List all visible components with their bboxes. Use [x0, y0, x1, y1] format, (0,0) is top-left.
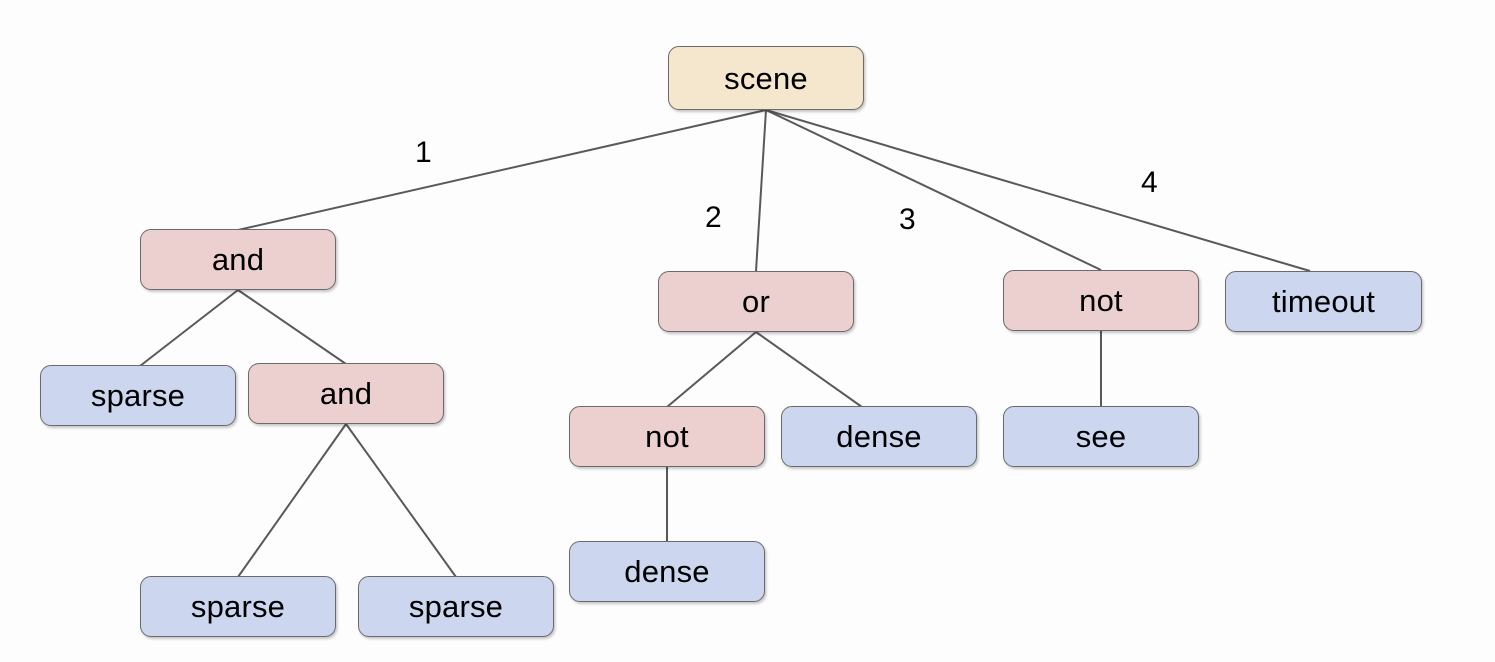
tree-node-sparse2[interactable]: sparse	[140, 576, 336, 637]
edge-label-1: 1	[415, 136, 432, 169]
tree-edge-scene-to-and1	[237, 109, 767, 231]
tree-edge-or1-to-not2	[666, 331, 757, 408]
tree-node-see1[interactable]: see	[1003, 406, 1199, 467]
tree-node-timeout1[interactable]: timeout	[1225, 271, 1422, 332]
edge-label-2: 2	[705, 201, 722, 234]
tree-edge-scene-to-or1	[755, 109, 767, 272]
edge-label-4: 4	[1141, 166, 1158, 199]
tree-node-sparse3[interactable]: sparse	[358, 576, 554, 637]
tree-edge-scene-to-not1	[765, 109, 1102, 271]
tree-node-and2[interactable]: and	[248, 363, 444, 424]
tree-node-sparse1[interactable]: sparse	[40, 365, 236, 426]
tree-node-not2[interactable]: not	[569, 406, 765, 467]
tree-node-not1[interactable]: not	[1003, 270, 1199, 331]
tree-edge-scene-to-timeout1	[765, 109, 1311, 272]
edge-label-3: 3	[899, 203, 916, 236]
tree-node-and1[interactable]: and	[140, 229, 336, 290]
tree-node-or1[interactable]: or	[658, 271, 854, 332]
tree-node-dense2[interactable]: dense	[569, 541, 765, 602]
tree-node-scene[interactable]: scene	[668, 46, 864, 110]
tree-edge-or1-to-dense1	[755, 331, 863, 408]
tree-node-dense1[interactable]: dense	[781, 406, 977, 467]
tree-edge-and1-to-and2	[237, 289, 347, 365]
tree-edge-and2-to-sparse2	[237, 423, 347, 578]
tree-edge-and1-to-sparse1	[139, 289, 239, 367]
tree-edge-and2-to-sparse3	[345, 423, 457, 578]
